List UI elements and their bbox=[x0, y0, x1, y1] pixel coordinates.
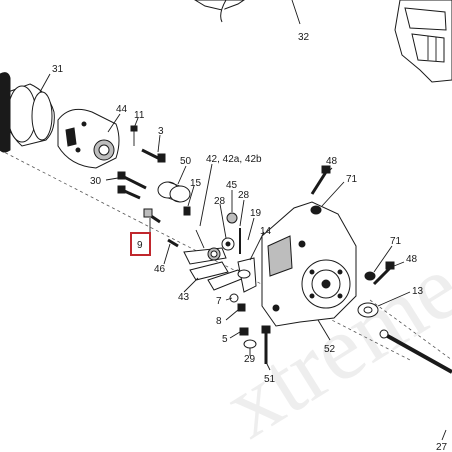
callout-5: 5 bbox=[222, 334, 228, 345]
leader-44 bbox=[107, 113, 121, 133]
callout-15: 15 bbox=[190, 178, 202, 189]
leader-31 bbox=[39, 73, 51, 93]
part-5-nut bbox=[239, 327, 249, 336]
callout-45: 45 bbox=[226, 180, 238, 191]
leader-32 bbox=[291, 0, 301, 25]
leader-42 bbox=[199, 163, 213, 227]
callout-51: 51 bbox=[264, 374, 276, 385]
callout-52: 52 bbox=[324, 344, 336, 355]
leader-30 bbox=[105, 177, 119, 181]
callout-9-highlight-box bbox=[130, 232, 151, 256]
part-27-shaft bbox=[379, 329, 452, 374]
callout-28-left: 28 bbox=[214, 196, 226, 207]
part-top-right-housing bbox=[394, 0, 452, 83]
leader-13 bbox=[377, 291, 411, 307]
part-52-housing bbox=[261, 201, 357, 327]
axis-line-upper bbox=[0, 149, 141, 223]
part-11-screw bbox=[130, 125, 138, 146]
axis-line-shaft bbox=[369, 299, 452, 361]
part-15-pin bbox=[183, 206, 191, 216]
callout-27: 27 bbox=[436, 442, 448, 452]
part-9-stud bbox=[143, 208, 161, 224]
part-28-nut bbox=[221, 237, 235, 251]
callout-14: 14 bbox=[260, 226, 272, 237]
leader-5 bbox=[229, 331, 241, 339]
leader-52 bbox=[317, 319, 331, 341]
leader-3 bbox=[157, 134, 161, 153]
callout-28-right: 28 bbox=[238, 190, 250, 201]
callout-42-42a-42b: 42, 42a, 42b bbox=[206, 154, 262, 165]
part-71-washer-upper bbox=[310, 205, 322, 215]
callout-8: 8 bbox=[216, 316, 222, 327]
part-7-washer bbox=[229, 293, 239, 303]
part-48-bolt-upper bbox=[310, 165, 331, 195]
part-45-washer bbox=[226, 212, 238, 224]
part-46-pin bbox=[167, 238, 179, 248]
callout-19: 19 bbox=[250, 208, 262, 219]
leader-8 bbox=[225, 309, 239, 321]
part-50-spacer bbox=[157, 181, 191, 203]
leader-28a bbox=[219, 203, 227, 239]
part-30-bolts bbox=[117, 171, 147, 200]
callout-46: 46 bbox=[154, 264, 166, 275]
callout-48-lower: 48 bbox=[406, 254, 418, 265]
leader-15 bbox=[187, 185, 195, 207]
leader-43 bbox=[183, 277, 199, 293]
part-51-bolt bbox=[261, 325, 271, 364]
callout-71-lower: 71 bbox=[390, 236, 402, 247]
leader-51 bbox=[265, 361, 271, 371]
callout-9: 9 bbox=[137, 240, 143, 251]
callout-29: 29 bbox=[244, 354, 256, 365]
callout-44: 44 bbox=[116, 104, 128, 115]
callout-50: 50 bbox=[180, 156, 192, 167]
part-31-cylinder bbox=[0, 72, 55, 153]
callout-71-upper: 71 bbox=[346, 174, 358, 185]
part-8-nut bbox=[237, 303, 246, 312]
leader-71b bbox=[373, 245, 393, 273]
leader-28b bbox=[239, 199, 245, 227]
part-14-lever bbox=[237, 257, 257, 293]
leader-48a bbox=[327, 167, 333, 173]
leader-19 bbox=[247, 217, 255, 241]
callout-3: 3 bbox=[158, 126, 164, 137]
part-44-housing bbox=[57, 108, 120, 169]
part-3-bolt bbox=[141, 148, 166, 163]
callout-7: 7 bbox=[216, 296, 222, 307]
leader-71a bbox=[321, 181, 345, 207]
leader-7 bbox=[225, 297, 233, 301]
part-42-lever bbox=[183, 229, 227, 265]
part-29-washer bbox=[243, 339, 257, 349]
part-48-bolt-lower bbox=[372, 261, 395, 286]
leader-11 bbox=[133, 117, 139, 129]
leader-50 bbox=[177, 165, 187, 185]
callout-32: 32 bbox=[298, 32, 310, 43]
callout-43: 43 bbox=[178, 292, 190, 303]
callout-31: 31 bbox=[52, 64, 64, 75]
leader-48b bbox=[393, 261, 405, 267]
part-71-washer-lower bbox=[364, 271, 376, 281]
leader-46 bbox=[163, 243, 171, 265]
leader-14 bbox=[249, 231, 265, 261]
callout-30: 30 bbox=[90, 176, 102, 187]
leader-27 bbox=[441, 429, 447, 441]
part-13-washer bbox=[357, 302, 379, 318]
callout-13: 13 bbox=[412, 286, 424, 297]
part-43-arm bbox=[189, 261, 245, 291]
callout-48-upper: 48 bbox=[326, 156, 338, 167]
part-32-drum bbox=[194, 0, 245, 23]
callout-11: 11 bbox=[134, 110, 145, 121]
